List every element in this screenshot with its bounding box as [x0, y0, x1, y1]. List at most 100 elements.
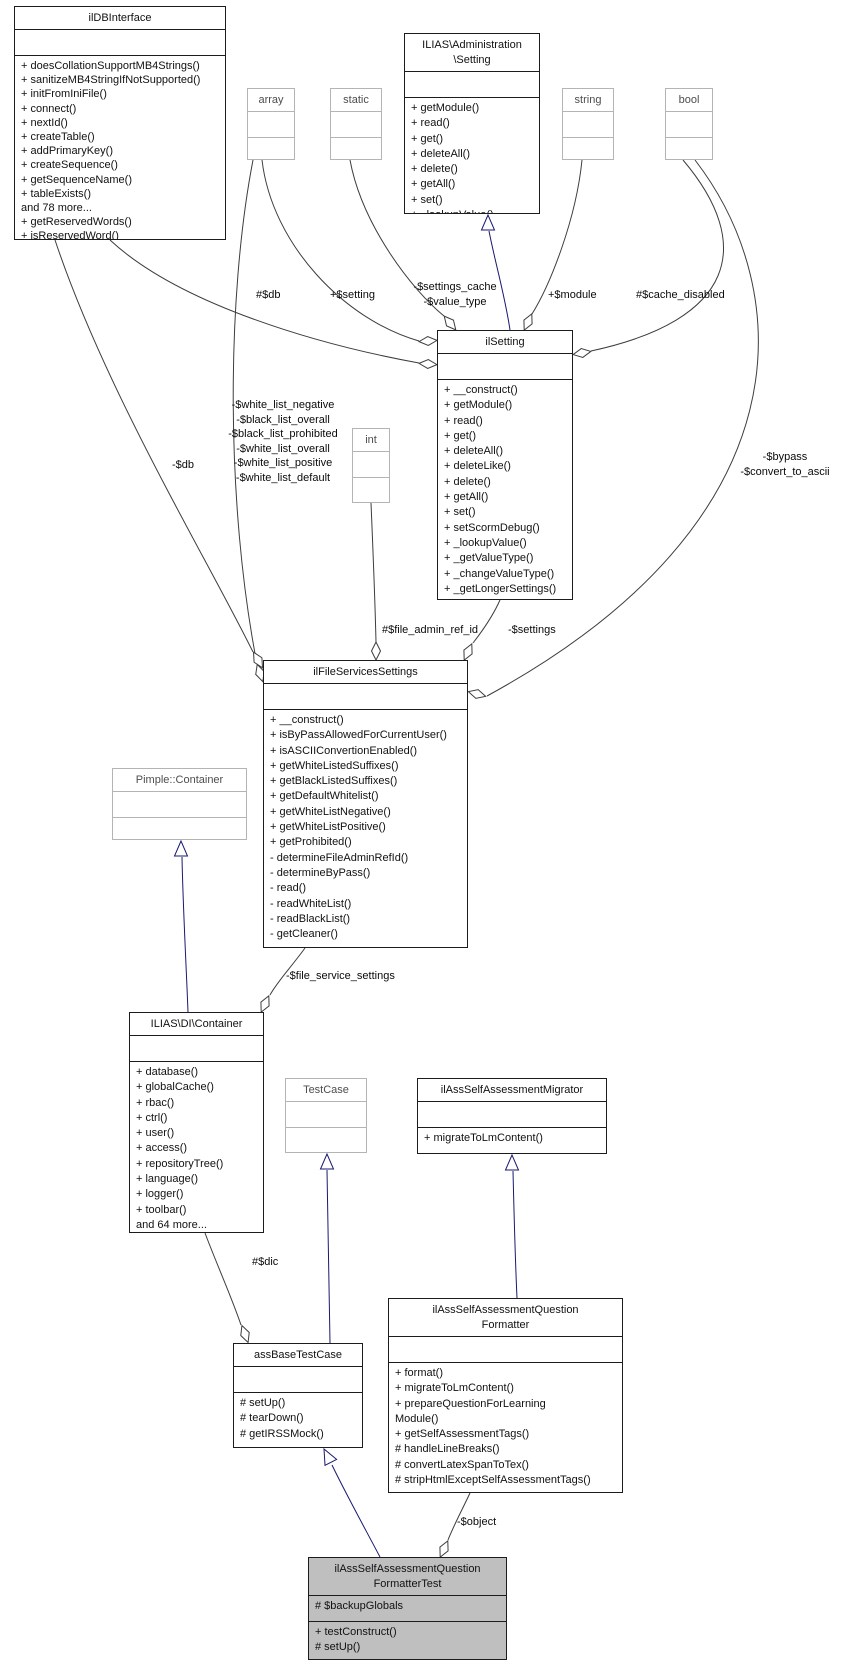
class-title-line: ilDBInterface — [88, 12, 152, 24]
method: + __construct() — [444, 384, 518, 396]
aggregation-diamond — [417, 335, 439, 347]
edge-aggregation-file-service-settings — [269, 947, 306, 996]
method: + get() — [444, 429, 477, 442]
edge-label-settings: -$settings — [508, 624, 556, 636]
class-attributes — [389, 1337, 622, 1363]
class-attributes — [563, 112, 613, 138]
class-methods — [331, 138, 381, 159]
class-title-line: Pimple::Container — [135, 774, 224, 786]
class-title-line: bool — [678, 94, 700, 106]
class-title-line: ilAssSelfAssessmentMigrator — [440, 1084, 584, 1096]
class-methods: + migrateToLmContent() — [418, 1128, 606, 1153]
class-title-line: TestCase — [303, 1084, 349, 1096]
edge-aggregation-bypass — [486, 159, 759, 697]
class-ilassselfassessmentmigrator[interactable]: ilAssSelfAssessmentMigrator + migrateToL… — [417, 1078, 607, 1154]
method: + getAll() — [444, 491, 489, 504]
class-methods: + getModule()+ read()+ get()+ deleteAll(… — [405, 98, 539, 213]
class-ilias-administration-setting[interactable]: ILIAS\Administration\Setting + getModule… — [404, 33, 540, 214]
method: + migrateToLmContent() — [424, 1132, 543, 1144]
method: # setUp() — [240, 1397, 286, 1409]
inheritance-arrowhead — [323, 1447, 338, 1467]
method: + sanitizeMB4StringIfNotSupported() — [21, 74, 201, 87]
class-title-line: ilAssSelfAssessmentQuestion — [334, 1563, 481, 1575]
edge-label-db: #$db — [256, 289, 281, 301]
class-attributes — [331, 112, 381, 138]
method: + access() — [136, 1142, 188, 1155]
aggregation-diamond — [417, 358, 439, 370]
method: + delete() — [444, 475, 491, 488]
method: + doesCollationSupportMB4Strings() — [21, 60, 200, 72]
class-title-line: ILIAS\DI\Container — [150, 1018, 243, 1030]
method: - determineFileAdminRefId() — [270, 851, 409, 864]
class-methods — [563, 138, 613, 159]
method: + isReservedWord() — [21, 230, 119, 240]
method: + _getValueType() — [444, 552, 534, 565]
method: + isByPassAllowedForCurrentUser() — [270, 729, 447, 742]
class-string: string — [562, 88, 614, 160]
class-ilsetting[interactable]: ilSetting + __construct()+ getModule()+ … — [437, 330, 573, 600]
class-title-line: ILIAS\Administration — [422, 39, 522, 51]
method: + getAll() — [411, 178, 456, 191]
method: + rbac() — [136, 1096, 175, 1109]
class-ilfileservicessettings[interactable]: ilFileServicesSettings + __construct()+ … — [263, 660, 468, 948]
class-attributes: # $backupGlobals — [309, 1596, 506, 1622]
class-attributes — [438, 354, 572, 380]
method: + deleteAll() — [444, 445, 504, 458]
class-attributes — [353, 452, 389, 478]
aggregation-diamond — [240, 1324, 250, 1344]
method: + migrateToLmContent() — [395, 1382, 514, 1395]
method: + logger() — [136, 1188, 184, 1201]
class-ilias-di-container[interactable]: ILIAS\DI\Container + database()+ globalC… — [129, 1012, 264, 1233]
edge-aggregation-settings-cache — [349, 159, 445, 317]
class-assbasetestcase[interactable]: assBaseTestCase # setUp()# tearDown()# g… — [233, 1343, 363, 1448]
method: + database() — [136, 1066, 199, 1078]
class-methods — [353, 478, 389, 502]
class-title: ILIAS\Administration\Setting — [405, 34, 539, 72]
method: + set() — [444, 506, 476, 519]
method: + createTable() — [21, 131, 95, 144]
method: + deleteLike() — [444, 460, 511, 473]
class-title-line: static — [343, 94, 369, 106]
class-methods: + __construct()+ getModule()+ read()+ ge… — [438, 380, 572, 599]
class-title-line: int — [365, 434, 377, 446]
edge-aggregation-module — [531, 159, 583, 315]
method: and 78 more... — [21, 202, 92, 215]
class-attributes — [666, 112, 712, 138]
method: + _getLongerSettings() — [444, 582, 557, 595]
class-title-line: ilFileServicesSettings — [313, 666, 418, 678]
method: + getSequenceName() — [21, 173, 132, 186]
inheritance-arrowhead — [173, 839, 189, 857]
class-ildbinterface[interactable]: ilDBInterface + doesCollationSupportMB4S… — [14, 6, 226, 240]
edge-label-file-admin-ref-id: #$file_admin_ref_id — [382, 624, 479, 636]
class-title-line: array — [258, 94, 284, 106]
class-title: static — [331, 89, 381, 112]
method: + testConstruct() — [315, 1626, 397, 1638]
class-title: ilFileServicesSettings — [264, 661, 467, 684]
class-array: array — [247, 88, 295, 160]
class-title-line: FormatterTest — [373, 1578, 442, 1590]
class-title-line: Formatter — [481, 1319, 530, 1331]
inheritance-arrowhead — [504, 1153, 520, 1171]
aggregation-diamond — [463, 642, 473, 662]
method: + getWhiteListNegative() — [270, 805, 391, 818]
class-methods — [666, 138, 712, 159]
method: + getModule() — [411, 102, 480, 114]
edge-aggregation-cache-disabled — [590, 159, 725, 352]
class-attributes — [248, 112, 294, 138]
class-title: bool — [666, 89, 712, 112]
aggregation-diamond — [439, 1539, 449, 1559]
class-bool: bool — [665, 88, 713, 160]
method: # convertLatexSpanToTex() — [395, 1458, 529, 1471]
edge-aggregation-settings2 — [472, 599, 501, 644]
edge-aggregation-db — [109, 239, 420, 364]
method: - read() — [270, 882, 307, 895]
class-testcase: TestCase — [285, 1078, 367, 1153]
class-methods: + __construct()+ isByPassAllowedForCurre… — [264, 710, 467, 947]
aggregation-diamond — [523, 312, 533, 332]
class-attributes — [15, 30, 225, 56]
method: Module() — [395, 1412, 439, 1425]
class-attributes — [264, 684, 467, 710]
